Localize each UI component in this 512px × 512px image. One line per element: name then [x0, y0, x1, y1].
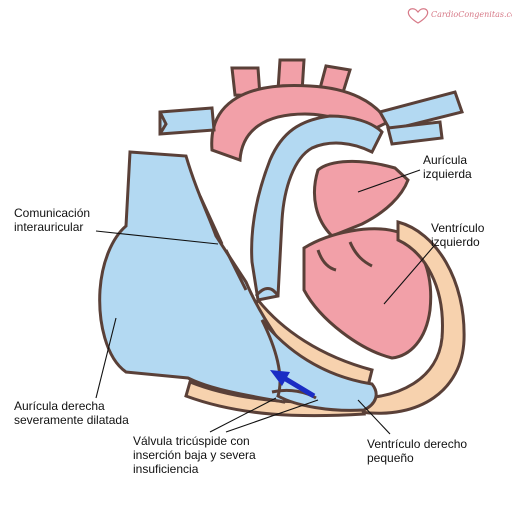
leader-left-ventricle	[383, 245, 435, 305]
label-tricuspid: Válvula tricúspide con inserción baja y …	[133, 434, 259, 476]
label-asd: Comunicación interauricular	[14, 206, 93, 234]
right-pulmonary-artery	[158, 106, 216, 136]
leader-right-atrium	[95, 317, 117, 399]
brand-logo: CardioCongenitas.com.ar	[407, 8, 512, 24]
pulmonary-trunk	[250, 114, 384, 302]
leader-lines	[95, 169, 435, 435]
leader-asd	[95, 230, 219, 245]
leader-right-ventricle	[357, 399, 391, 435]
leader-tricuspid-2	[225, 399, 319, 433]
left-heart	[302, 160, 433, 360]
right-atrium	[98, 150, 302, 404]
heart-logo-icon	[407, 8, 429, 24]
brand-text: CardioCongenitas.com.ar	[431, 10, 512, 19]
label-left-atrium: Aurícula izquierda	[423, 153, 472, 181]
leader-left-atrium	[357, 169, 421, 193]
label-right-atrium: Aurícula derecha severamente dilatada	[14, 399, 129, 427]
label-right-ventricle: Ventrículo derecho pequeño	[367, 437, 470, 465]
leader-tricuspid-1	[209, 397, 277, 433]
label-left-ventricle: Ventrículo izquierdo	[431, 221, 488, 249]
aorta	[210, 58, 391, 163]
regurgitation-arrow	[270, 370, 316, 399]
pulmonary-veins	[377, 90, 464, 146]
